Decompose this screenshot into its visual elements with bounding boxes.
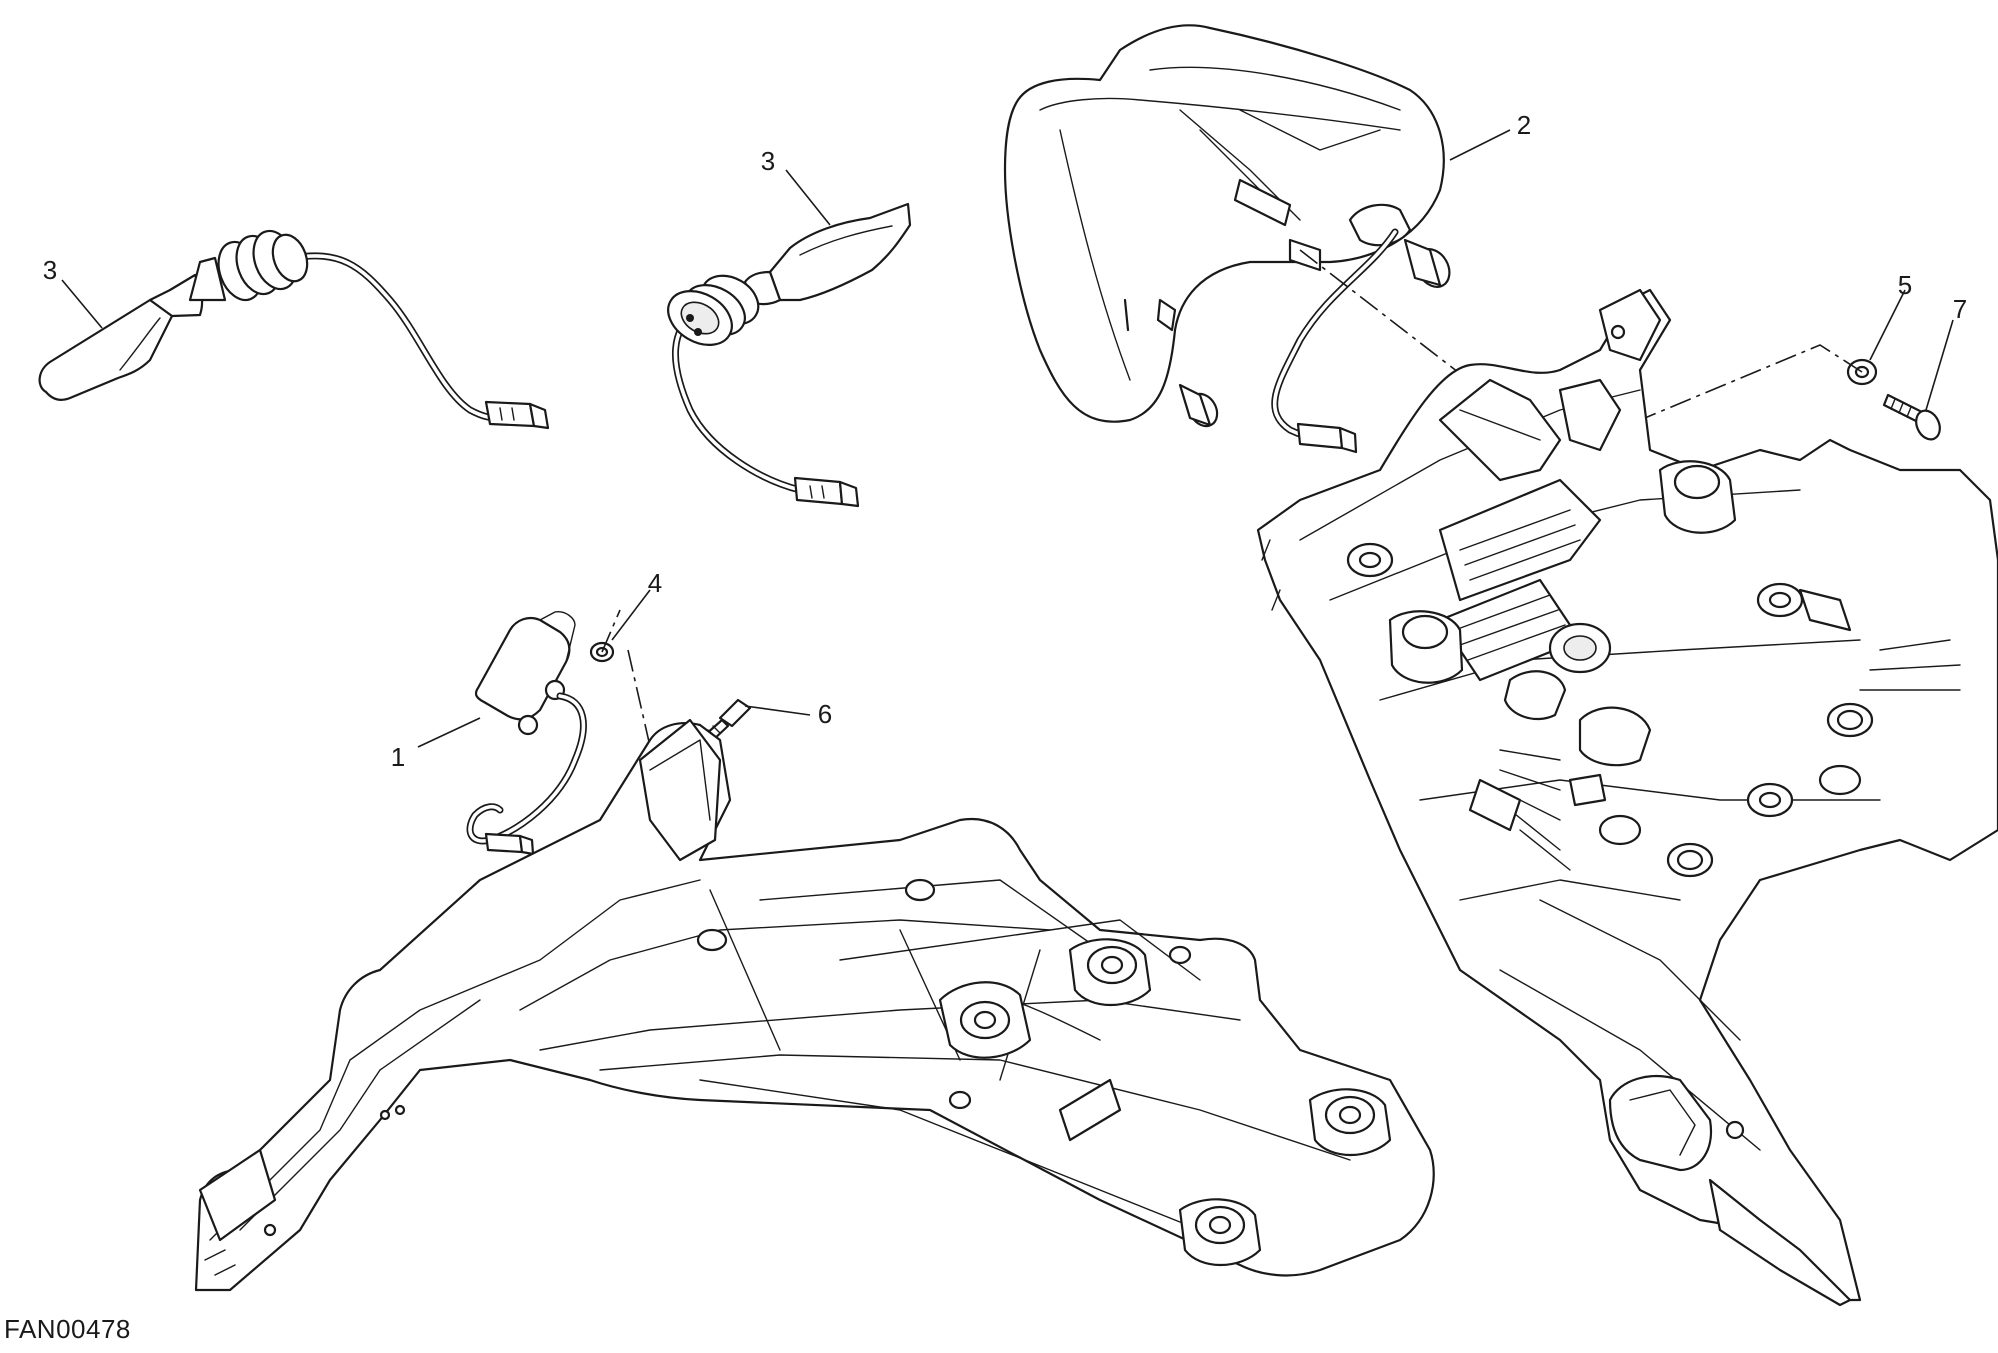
indicator-connector bbox=[793, 476, 860, 508]
licence-plate-light-part bbox=[466, 610, 587, 856]
callout-5: 5 bbox=[1898, 270, 1912, 300]
rear-mudguard-part bbox=[1256, 288, 1998, 1307]
callout-3-left: 3 bbox=[43, 255, 57, 285]
turn-indicator-right-part bbox=[667, 202, 912, 508]
callout-3-right: 3 bbox=[761, 146, 775, 176]
tail-light-connector bbox=[1296, 422, 1358, 454]
drawing-code-label: FAN00478 bbox=[4, 1314, 131, 1344]
callout-1: 1 bbox=[391, 742, 405, 772]
indicator-connector bbox=[484, 400, 550, 430]
plate-light-connector bbox=[484, 832, 535, 856]
leader-lines bbox=[61, 129, 1954, 748]
assembly-line-5-7 bbox=[1579, 344, 1863, 446]
licence-plate-holder-part bbox=[194, 718, 1435, 1292]
tail-light-part bbox=[1003, 24, 1451, 454]
turn-indicator-left-part bbox=[38, 229, 550, 430]
callout-2: 2 bbox=[1517, 110, 1531, 140]
callout-7: 7 bbox=[1953, 294, 1967, 324]
callout-6: 6 bbox=[818, 699, 832, 729]
screw-7-part bbox=[1882, 393, 1941, 441]
callout-4: 4 bbox=[648, 568, 662, 598]
